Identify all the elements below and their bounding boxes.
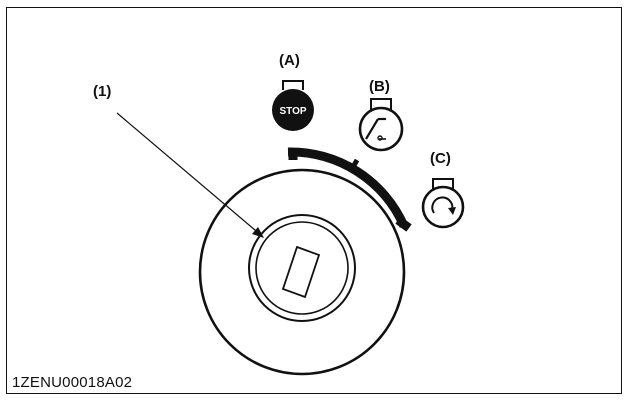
callout-position-a: (A) [279, 52, 300, 69]
position-arc-scale [287, 147, 409, 228]
switch-body [198, 168, 406, 376]
key-slot-leader-arrowhead [252, 227, 264, 238]
stop-symbol-icon [272, 80, 314, 131]
arc-tick-on [349, 158, 360, 171]
callout-key-slot: (1) [93, 83, 112, 100]
key-cylinder-outer-ring [248, 214, 356, 322]
start-rotation-icon [421, 178, 465, 229]
preheat-glow-plug-icon [358, 98, 404, 152]
stop-symbol-text: STOP [279, 106, 306, 117]
key-slot-leader-line [116, 112, 263, 237]
key-slot [281, 245, 321, 299]
figure-frame [6, 7, 622, 394]
key-cylinder-inner-ring [255, 221, 349, 315]
figure-code: 1ZENU00018A02 [12, 374, 133, 391]
callout-position-c: (C) [430, 150, 451, 167]
callout-position-b: (B) [369, 78, 390, 95]
arc-tick-start [395, 216, 412, 232]
